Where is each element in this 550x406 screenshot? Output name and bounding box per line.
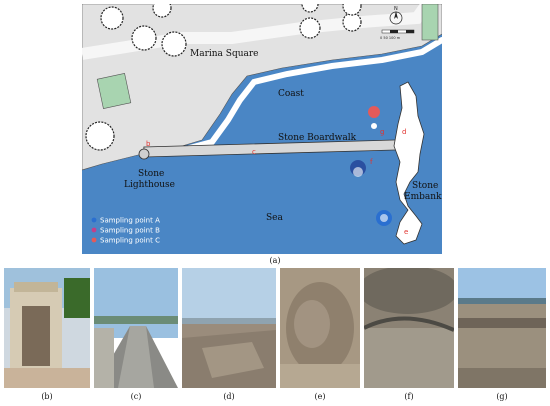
scale-bar: 0 50 100 m [380, 29, 415, 40]
sampling-pin-c [368, 106, 381, 136]
label-stone-embankment: Stone Embankment [404, 181, 442, 202]
label-stone-lighthouse: Stone Lighthouse [124, 169, 175, 190]
point-letter-g: g [380, 128, 384, 136]
coastline [179, 37, 442, 153]
legend: Sampling point A Sampling point B Sampli… [91, 217, 160, 245]
photo-g [458, 268, 546, 388]
label-coast: Coast [278, 89, 304, 99]
sampling-pin-a [350, 160, 367, 177]
photo-d [182, 268, 276, 388]
photo-e [280, 268, 360, 388]
figure-label-e: (e) [314, 392, 326, 401]
label-sea: Sea [266, 213, 283, 223]
photo-f [364, 268, 454, 388]
label-stone-boardwalk: Stone Boardwalk [278, 133, 357, 143]
lighthouse-marker [138, 148, 150, 160]
legend-marker-c [91, 237, 97, 243]
figure-label-g: (g) [496, 392, 508, 401]
figure-label-b: (b) [41, 392, 53, 401]
legend-marker-a [91, 217, 97, 223]
green-area [96, 73, 132, 109]
point-letter-f: f [370, 158, 373, 166]
figure-label-a: (a) [269, 256, 281, 265]
stone-embankment [393, 81, 425, 245]
svg-text:N: N [394, 6, 398, 12]
legend-label-c: Sampling point C [100, 237, 160, 245]
point-letter-e: e [404, 228, 408, 236]
point-letter-b: b [146, 140, 151, 148]
sampling-pin-a-embankment [376, 210, 392, 226]
figure-label-c: (c) [130, 392, 142, 401]
svg-text:0 50 100 m: 0 50 100 m [380, 36, 401, 40]
tree-icons [85, 4, 362, 151]
point-letter-d: d [402, 128, 406, 136]
label-marina-square: Marina Square [190, 49, 259, 59]
legend-label-b: Sampling point B [100, 227, 160, 235]
green-area [421, 4, 439, 41]
photo-b [4, 268, 90, 388]
figure-label-f: (f) [404, 392, 414, 401]
legend-label-a: Sampling point A [100, 217, 160, 225]
point-letter-c: c [252, 148, 256, 156]
site-map: Marina Square Coast Stone Boardwalk Ston… [82, 4, 442, 254]
figure-label-d: (d) [223, 392, 235, 401]
legend-marker-b [91, 227, 97, 233]
north-arrow-icon: N [389, 6, 403, 25]
photo-c [94, 268, 178, 388]
